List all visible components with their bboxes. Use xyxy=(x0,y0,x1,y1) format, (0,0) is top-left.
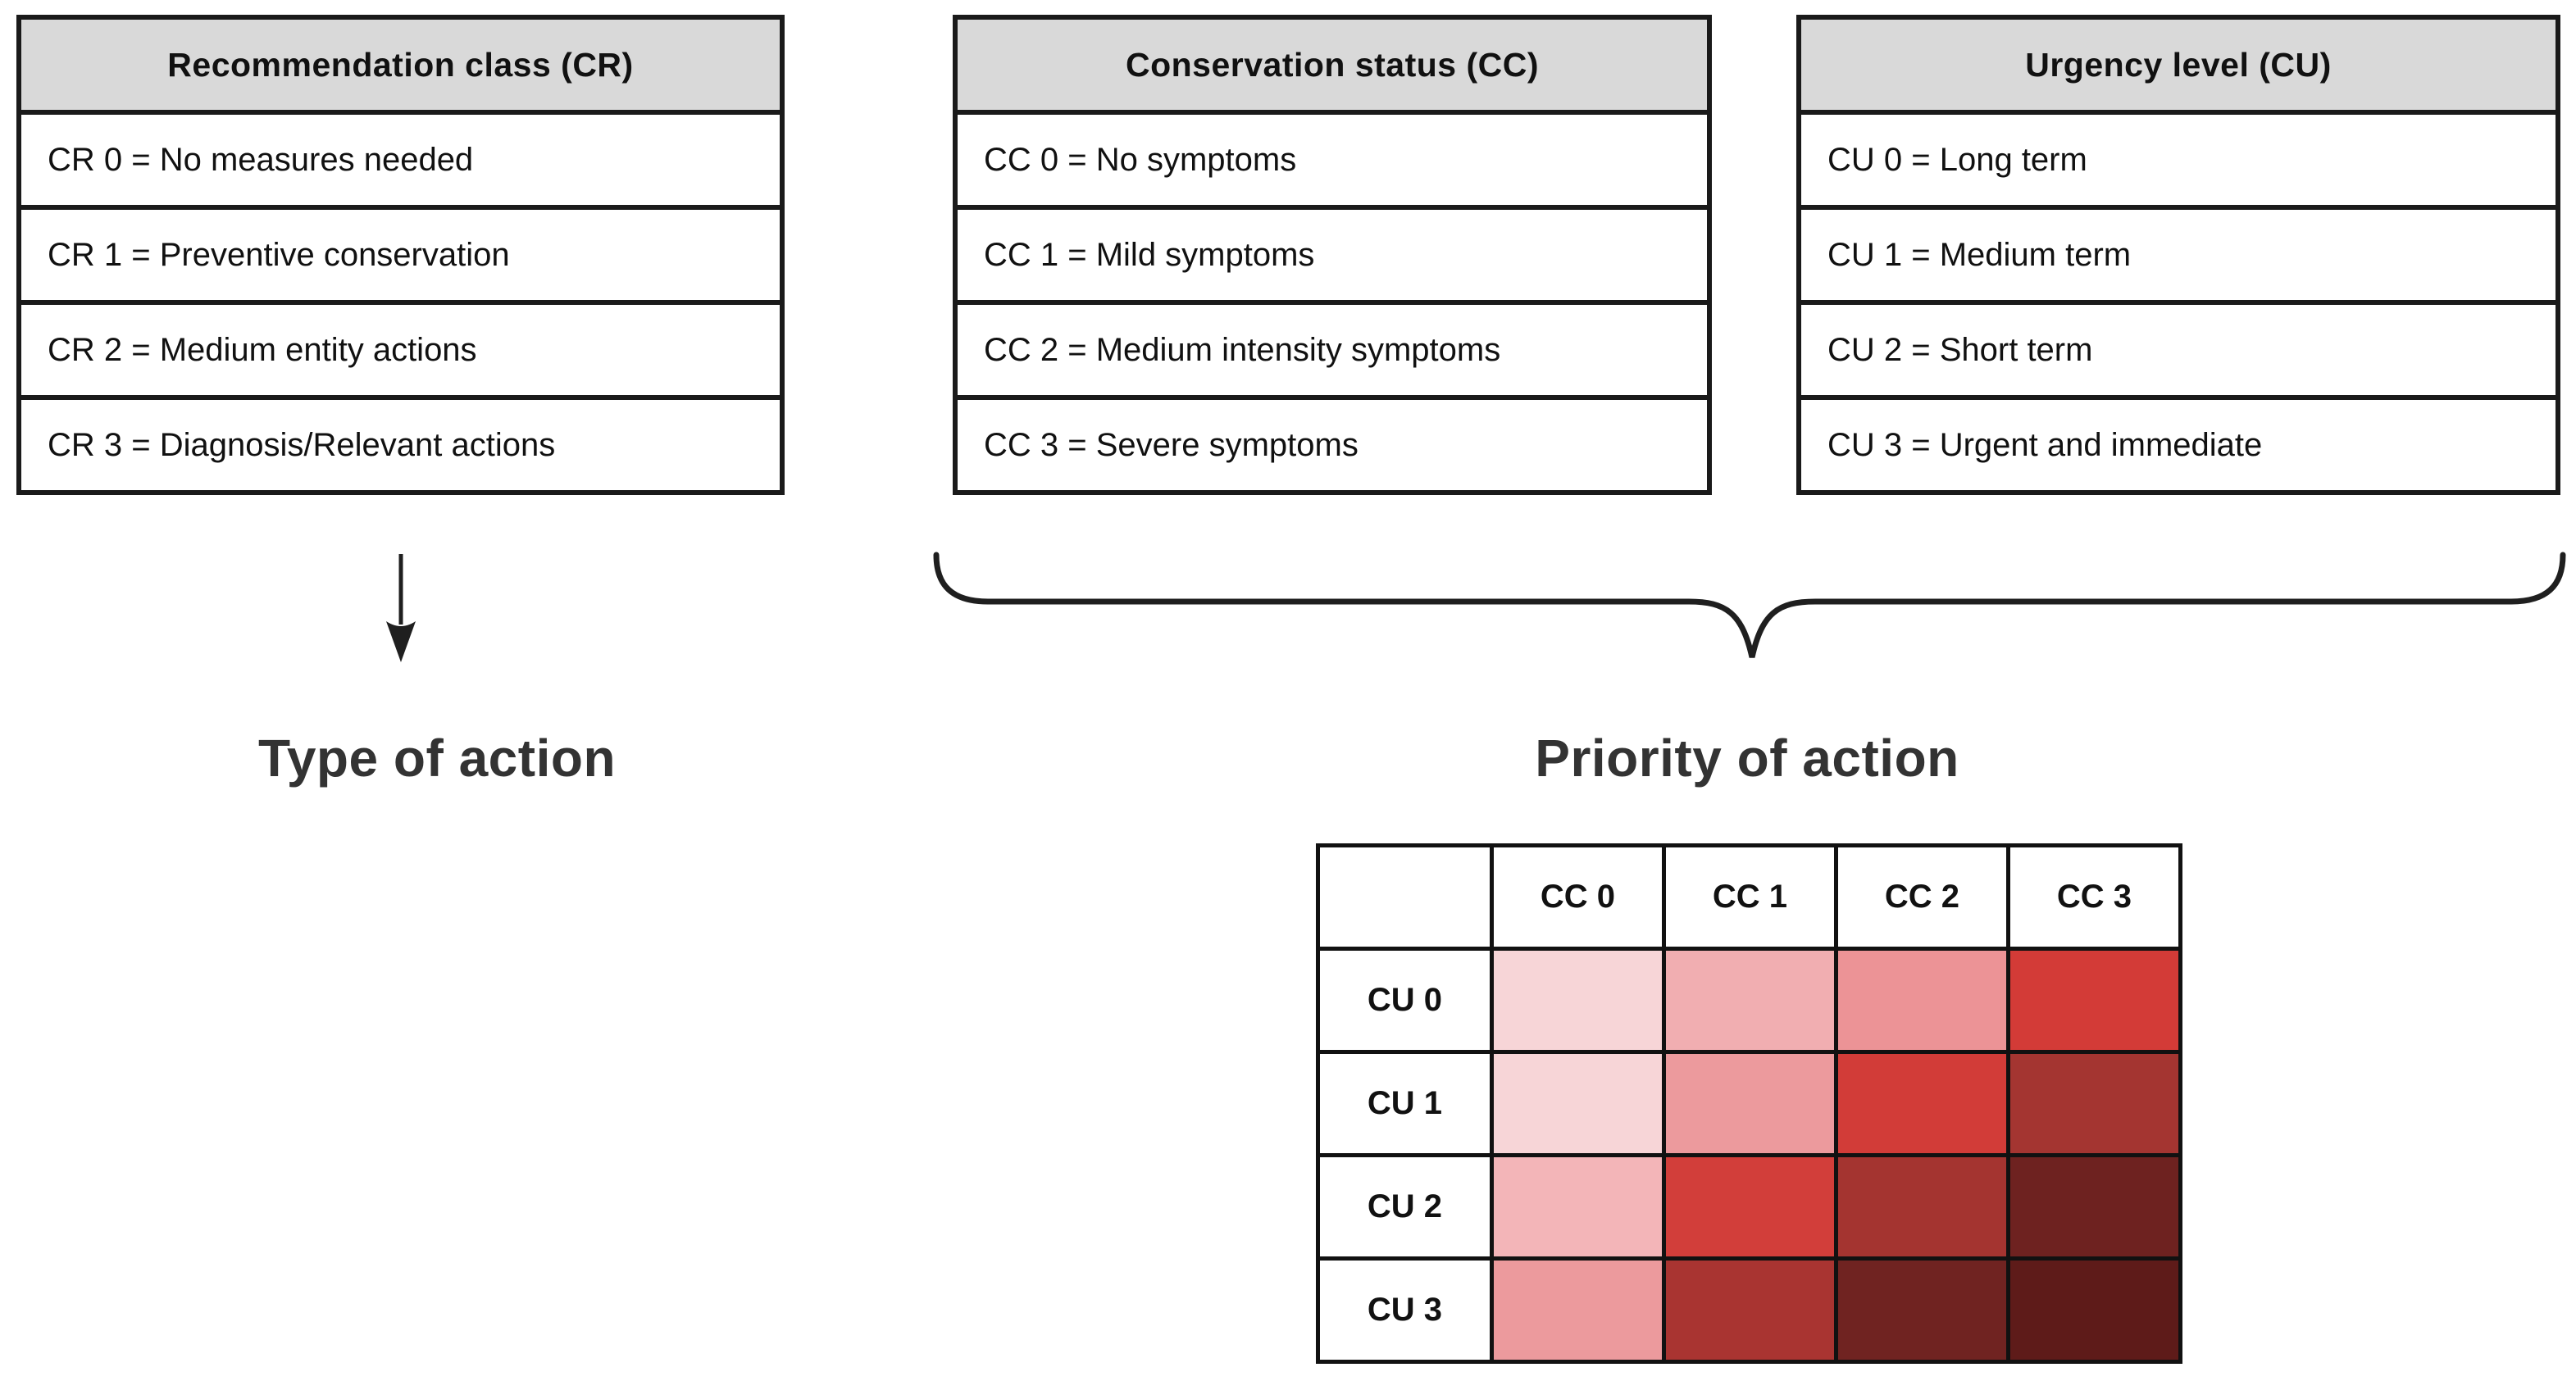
priority-cell xyxy=(1838,1261,2010,1364)
table-row: CC 0 = No symptoms xyxy=(958,115,1707,210)
priority-cell xyxy=(1494,1054,1666,1157)
table-row: CU 1 = Medium term xyxy=(1801,210,2556,305)
priority-cell xyxy=(2010,1157,2182,1261)
priority-cell xyxy=(2010,1261,2182,1364)
priority-of-action-label: Priority of action xyxy=(1535,729,1959,788)
matrix-row-header: CU 3 xyxy=(1320,1261,1494,1364)
matrix-row-header: CU 0 xyxy=(1320,951,1494,1054)
table-row: CU 3 = Urgent and immediate xyxy=(1801,400,2556,490)
cu-table-header: Urgency level (CU) xyxy=(1801,20,2556,115)
type-of-action-label: Type of action xyxy=(257,729,617,788)
matrix-col-header: CC 0 xyxy=(1494,847,1666,951)
cc-table-header: Conservation status (CC) xyxy=(958,20,1707,115)
matrix-col-header: CC 1 xyxy=(1666,847,1838,951)
table-row: CR 1 = Preventive conservation xyxy=(21,210,780,305)
curly-brace-icon xyxy=(933,552,2566,658)
matrix-col-header: CC 2 xyxy=(1838,847,2010,951)
down-arrow-icon xyxy=(386,554,416,662)
priority-cell xyxy=(1666,1157,1838,1261)
priority-cell xyxy=(1666,1261,1838,1364)
priority-cell xyxy=(1494,1157,1666,1261)
cr-legend-table: Recommendation class (CR) CR 0 = No meas… xyxy=(16,15,785,495)
cr-table-header: Recommendation class (CR) xyxy=(21,20,780,115)
table-row: CU 0 = Long term xyxy=(1801,115,2556,210)
priority-cell xyxy=(1494,1261,1666,1364)
priority-cell xyxy=(2010,951,2182,1054)
table-row: CU 2 = Short term xyxy=(1801,305,2556,400)
priority-cell xyxy=(1838,951,2010,1054)
cc-legend-table: Conservation status (CC) CC 0 = No sympt… xyxy=(953,15,1712,495)
priority-cell xyxy=(1838,1157,2010,1261)
table-row: CC 3 = Severe symptoms xyxy=(958,400,1707,490)
table-row: CR 2 = Medium entity actions xyxy=(21,305,780,400)
matrix-row-header: CU 2 xyxy=(1320,1157,1494,1261)
priority-cell xyxy=(1666,1054,1838,1157)
priority-cell xyxy=(1666,951,1838,1054)
table-row: CR 3 = Diagnosis/Relevant actions xyxy=(21,400,780,490)
priority-cell xyxy=(2010,1054,2182,1157)
matrix-corner-cell xyxy=(1320,847,1494,951)
priority-matrix: CC 0 CC 1 CC 2 CC 3 CU 0 CU 1 CU 2 CU 3 xyxy=(1316,843,2182,1364)
priority-cell xyxy=(1838,1054,2010,1157)
matrix-col-header: CC 3 xyxy=(2010,847,2182,951)
table-row: CR 0 = No measures needed xyxy=(21,115,780,210)
table-row: CC 2 = Medium intensity symptoms xyxy=(958,305,1707,400)
priority-cell xyxy=(1494,951,1666,1054)
table-row: CC 1 = Mild symptoms xyxy=(958,210,1707,305)
cu-legend-table: Urgency level (CU) CU 0 = Long term CU 1… xyxy=(1796,15,2560,495)
matrix-row-header: CU 1 xyxy=(1320,1054,1494,1157)
